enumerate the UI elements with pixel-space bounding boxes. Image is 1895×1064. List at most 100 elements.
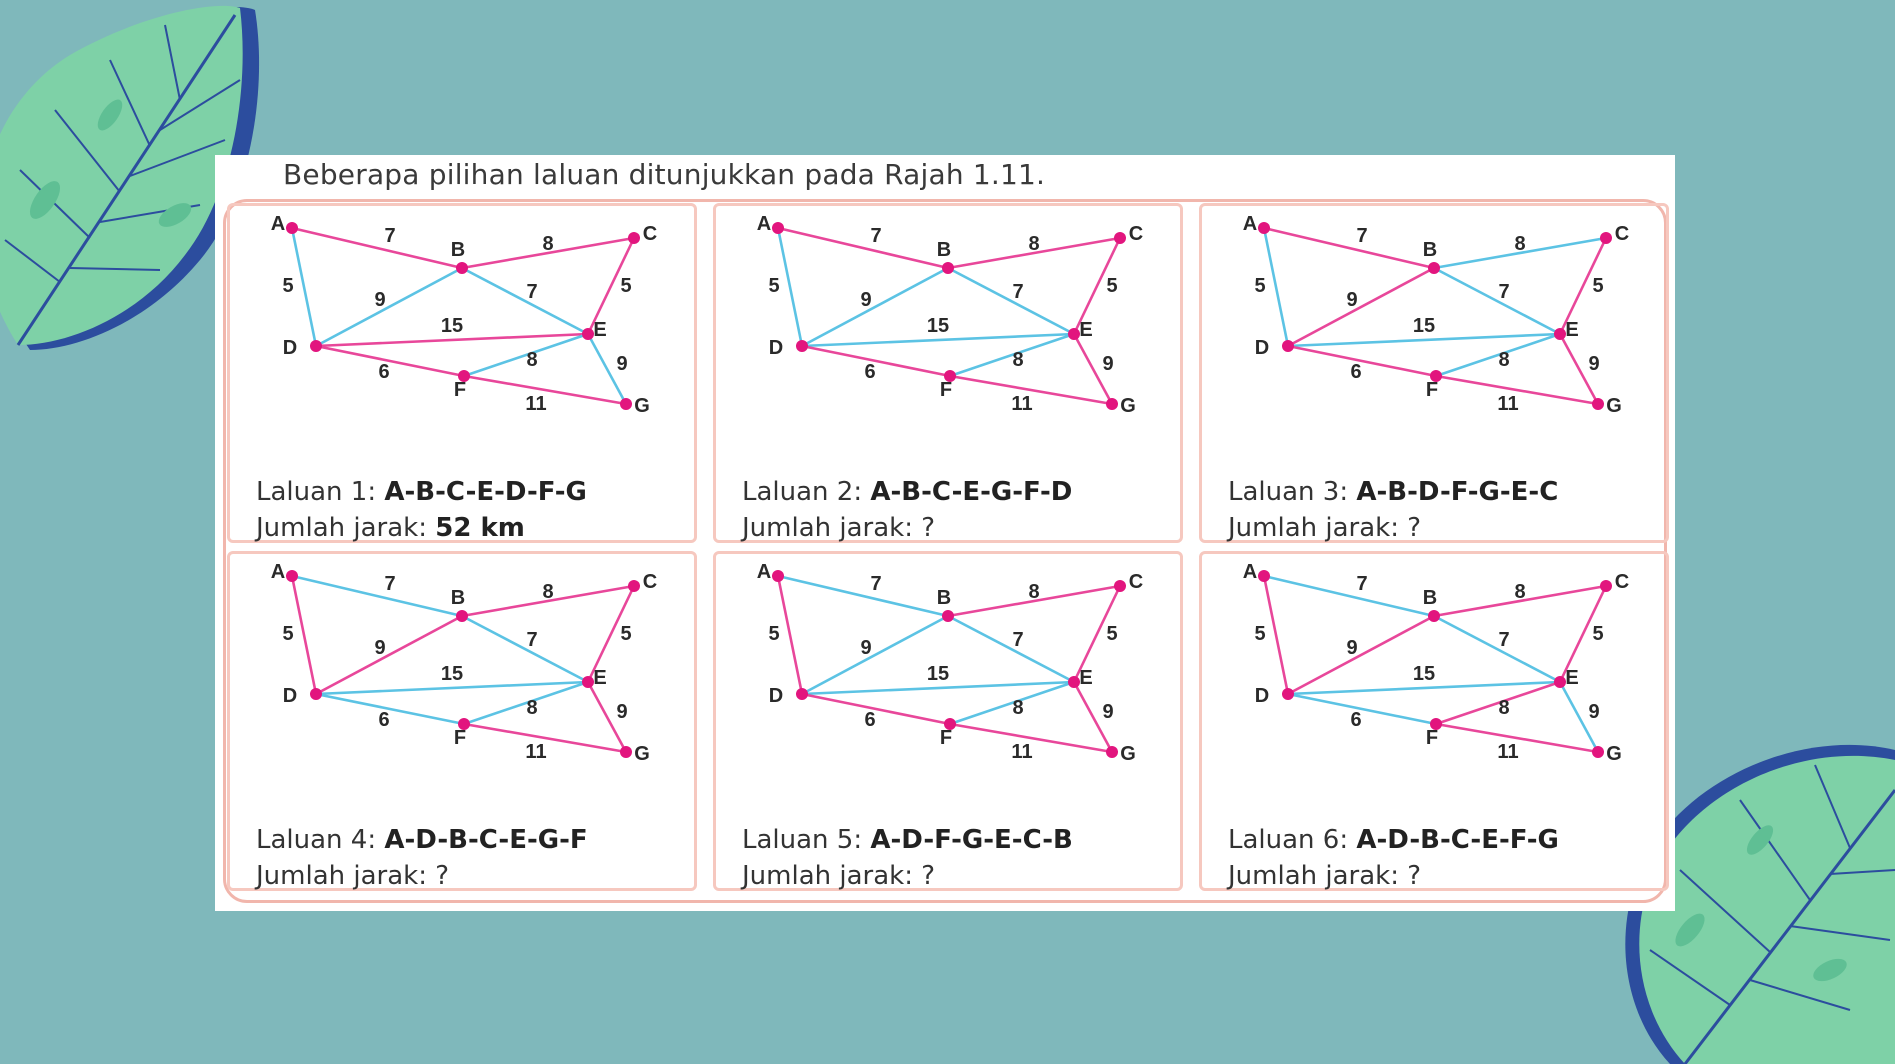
node-E: [582, 676, 594, 688]
edge-CE-route: [586, 585, 636, 683]
route-label: Laluan 3:: [1228, 477, 1349, 507]
node-A: [1258, 222, 1270, 234]
edge-weight-label: 15: [1413, 315, 1435, 337]
edge-weight-label: 8: [1498, 697, 1509, 719]
node-label-B: B: [451, 239, 465, 261]
edge-BE: [947, 266, 1075, 336]
node-label-E: E: [1079, 319, 1092, 341]
edge-AB: [291, 574, 463, 618]
node-label-F: F: [1426, 379, 1438, 401]
edge-CE-route: [1072, 585, 1122, 683]
edge-weight-label: 8: [1028, 233, 1039, 255]
node-label-F: F: [940, 727, 952, 749]
edge-weight-label: 7: [1356, 225, 1367, 247]
distance-value: 52 km: [435, 513, 525, 543]
monstera-leaf-decoration: [1625, 744, 1895, 1064]
edge-DE: [315, 680, 589, 696]
node-label-C: C: [643, 223, 657, 245]
edge-FG-route: [949, 374, 1113, 406]
edge-weight-label: 9: [1102, 701, 1113, 723]
edge-weight-label: 9: [374, 289, 385, 311]
distance-label: Jumlah jarak:: [1228, 861, 1399, 891]
edge-weight-label: 11: [1497, 393, 1518, 415]
node-label-F: F: [454, 379, 466, 401]
edge-weight-label: 11: [525, 393, 546, 415]
node-label-A: A: [757, 561, 771, 583]
edge-weight-label: 11: [1011, 741, 1032, 763]
edge-FE: [1435, 332, 1561, 378]
node-label-F: F: [940, 379, 952, 401]
route-path: A-D-B-C-E-G-F: [384, 825, 588, 855]
edge-weight-label: 9: [1588, 353, 1599, 375]
edge-AB-route: [1263, 226, 1435, 270]
edge-EG-route: [1072, 681, 1114, 753]
route-path: A-B-C-E-G-F-D: [870, 477, 1073, 507]
edge-DB: [801, 266, 949, 348]
edge-FG-route: [463, 374, 627, 406]
edge-weight-label: 5: [620, 623, 631, 645]
edge-weight-label: 7: [1012, 629, 1023, 651]
distance-value: ?: [921, 861, 936, 891]
node-label-C: C: [643, 571, 657, 593]
edge-BC-route: [947, 584, 1121, 618]
edge-CE-route: [1072, 237, 1122, 335]
node-label-D: D: [769, 685, 783, 707]
edge-weight-label: 8: [1028, 581, 1039, 603]
edge-AD: [1262, 227, 1290, 347]
edge-CE-route: [586, 237, 636, 335]
edge-weight-label: 8: [1514, 233, 1525, 255]
edge-BC-route: [461, 236, 635, 270]
edge-weight-label: 9: [860, 637, 871, 659]
node-F: [1430, 718, 1442, 730]
node-label-D: D: [283, 685, 297, 707]
distance-label: Jumlah jarak:: [742, 861, 913, 891]
edge-weight-label: 8: [1498, 349, 1509, 371]
node-G: [1592, 746, 1604, 758]
node-G: [620, 398, 632, 410]
edge-DF: [315, 692, 465, 726]
edge-weight-label: 6: [1350, 361, 1361, 383]
edge-BC-route: [1433, 584, 1607, 618]
edge-weight-label: 7: [870, 573, 881, 595]
node-label-E: E: [1565, 319, 1578, 341]
node-B: [1428, 262, 1440, 274]
distance-value: ?: [1407, 513, 1422, 543]
edge-FE-route: [1435, 680, 1561, 726]
node-F: [944, 370, 956, 382]
node-label-E: E: [593, 319, 606, 341]
distance-value: ?: [1407, 861, 1422, 891]
edge-DB: [315, 266, 463, 348]
edge-weight-label: 9: [860, 289, 871, 311]
edge-weight-label: 15: [927, 315, 949, 337]
edge-DF-route: [1287, 344, 1437, 378]
edge-weight-label: 5: [768, 623, 779, 645]
textbook-figure-panel: Beberapa pilihan laluan ditunjukkan pada…: [215, 155, 1675, 911]
node-label-C: C: [1129, 571, 1143, 593]
edge-FE: [463, 332, 589, 378]
edge-weight-label: 6: [378, 709, 389, 731]
edge-weight-label: 8: [1012, 349, 1023, 371]
edge-CE-route: [1558, 585, 1608, 683]
edge-AD-route: [290, 575, 318, 695]
edge-weight-label: 9: [616, 353, 627, 375]
edge-weight-label: 7: [526, 629, 537, 651]
node-label-G: G: [634, 395, 650, 417]
edge-EG: [1558, 681, 1600, 753]
node-D: [310, 688, 322, 700]
node-E: [1068, 676, 1080, 688]
edge-AB-route: [291, 226, 463, 270]
edge-AD-route: [1262, 575, 1290, 695]
node-label-A: A: [1243, 561, 1257, 583]
node-label-F: F: [1426, 727, 1438, 749]
node-label-F: F: [454, 727, 466, 749]
edge-AB-route: [777, 226, 949, 270]
edge-weight-label: 6: [1350, 709, 1361, 731]
edge-weight-label: 8: [542, 581, 553, 603]
